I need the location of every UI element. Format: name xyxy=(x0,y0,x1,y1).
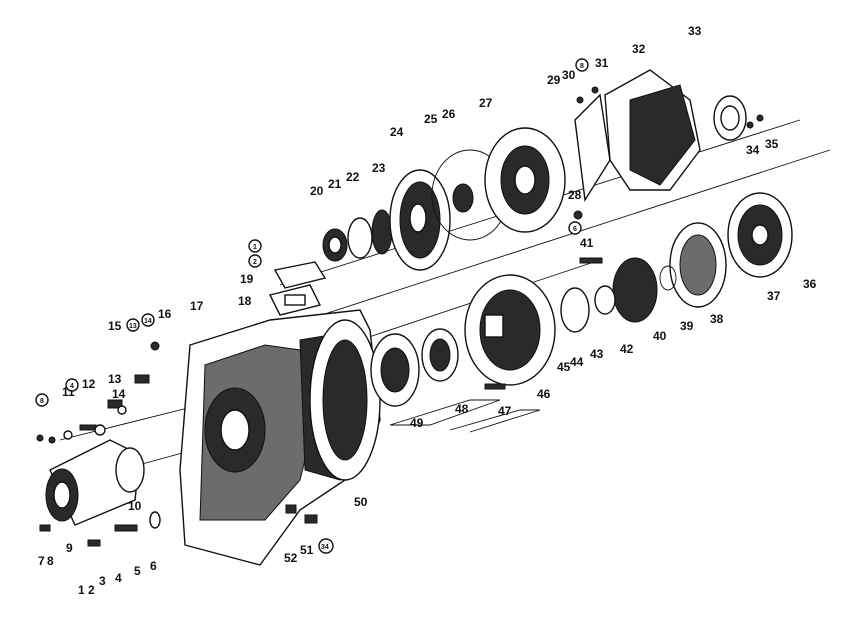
part-label-51: 51 xyxy=(300,543,314,557)
part-label-32: 32 xyxy=(632,42,646,56)
part-label-36: 36 xyxy=(803,277,817,291)
part-label-46: 46 xyxy=(537,387,551,401)
part-label-20: 20 xyxy=(310,184,324,198)
circled-label-marker xyxy=(568,221,582,235)
part-label-39: 39 xyxy=(680,319,694,333)
part-label-27: 27 xyxy=(479,96,493,110)
circled-label-8-left: 8 xyxy=(40,398,44,405)
part-label-9: 9 xyxy=(66,541,73,555)
part-label-23: 23 xyxy=(372,161,386,175)
circled-reference-labels: 1 2 13 14 8 6 4 8 34 xyxy=(35,58,589,554)
part-label-43: 43 xyxy=(590,347,604,361)
circled-label-marker xyxy=(141,313,155,327)
part-label-6: 6 xyxy=(150,559,157,573)
part-label-34: 34 xyxy=(746,143,760,157)
gears xyxy=(370,328,459,407)
part-label-40: 40 xyxy=(653,329,667,343)
part-label-33: 33 xyxy=(688,24,702,38)
part-label-44: 44 xyxy=(570,355,584,369)
circled-label-6: 6 xyxy=(573,226,577,233)
part-label-48: 48 xyxy=(455,402,469,416)
part-label-4: 4 xyxy=(115,571,122,585)
part-label-42: 42 xyxy=(620,342,634,356)
circled-label-13: 13 xyxy=(129,323,137,330)
part-label-30: 30 xyxy=(562,68,576,82)
circled-label-marker xyxy=(35,393,49,407)
circled-label-2: 2 xyxy=(253,259,257,266)
part-label-21: 21 xyxy=(328,177,342,191)
part-label-7: 7 xyxy=(38,554,45,568)
part-label-37: 37 xyxy=(767,289,781,303)
part-label-5: 5 xyxy=(134,564,141,578)
part-label-3: 3 xyxy=(99,574,106,588)
part-label-35: 35 xyxy=(765,137,779,151)
circled-label-marker xyxy=(126,318,140,332)
part-label-52: 52 xyxy=(284,551,298,565)
part-label-45: 45 xyxy=(557,360,571,374)
part-label-31: 31 xyxy=(595,56,609,70)
upper-shaft-parts xyxy=(322,127,566,271)
part-label-16: 16 xyxy=(158,307,172,321)
part-label-50: 50 xyxy=(354,495,368,509)
part-label-38: 38 xyxy=(710,312,724,326)
circled-label-marker xyxy=(248,239,262,253)
part-label-14: 14 xyxy=(112,387,126,401)
part-label-29: 29 xyxy=(547,73,561,87)
output-flange xyxy=(45,439,145,526)
circled-label-marker xyxy=(65,378,79,392)
part-label-25: 25 xyxy=(424,112,438,126)
circled-label-14: 14 xyxy=(144,318,152,325)
part-label-26: 26 xyxy=(442,107,456,121)
main-housing xyxy=(179,309,381,566)
upper-right-parts xyxy=(573,69,764,220)
part-label-28: 28 xyxy=(568,188,582,202)
part-label-47: 47 xyxy=(498,404,512,418)
part-label-49: 49 xyxy=(410,416,424,430)
part-label-8: 8 xyxy=(47,554,54,568)
circled-label-marker xyxy=(318,538,334,554)
part-label-19: 19 xyxy=(240,272,254,286)
part-label-17: 17 xyxy=(190,299,204,313)
cover-plates xyxy=(268,261,327,316)
left-hardware xyxy=(36,341,318,547)
part-number-labels: 1 2 3 4 5 6 7 8 9 10 11 12 13 14 15 16 1… xyxy=(38,24,817,597)
part-label-10: 10 xyxy=(128,499,142,513)
part-label-15: 15 xyxy=(108,319,122,333)
circled-label-marker xyxy=(248,254,262,268)
circled-label-4: 4 xyxy=(70,383,74,390)
part-label-2: 2 xyxy=(88,583,95,597)
part-label-41: 41 xyxy=(580,236,594,250)
part-label-1: 1 xyxy=(78,583,85,597)
part-label-18: 18 xyxy=(238,294,252,308)
circled-label-marker xyxy=(575,58,589,72)
middle-row-parts xyxy=(464,192,793,390)
circled-label-8-top: 8 xyxy=(580,63,584,70)
circled-label-1: 1 xyxy=(253,244,257,251)
part-label-13: 13 xyxy=(108,372,122,386)
part-label-22: 22 xyxy=(346,170,360,184)
part-label-12: 12 xyxy=(82,377,96,391)
part-label-24: 24 xyxy=(390,125,404,139)
circled-label-34: 34 xyxy=(321,544,329,551)
